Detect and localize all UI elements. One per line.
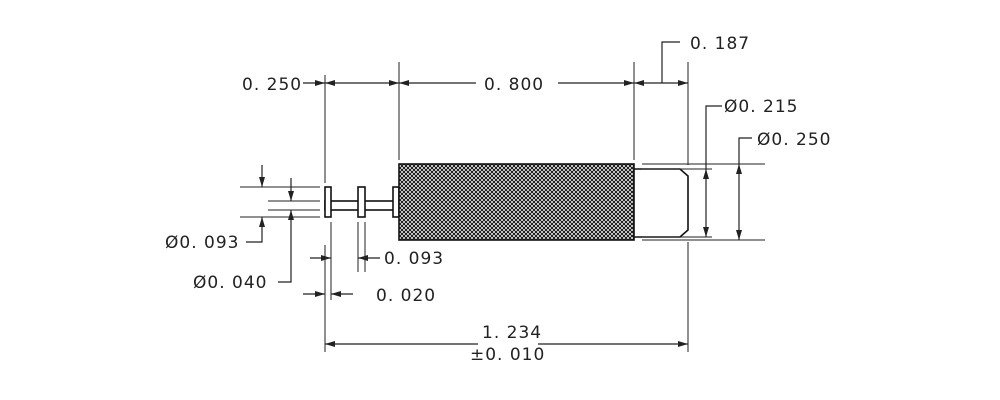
- dim-0250-length-label: 0. 250: [242, 75, 302, 95]
- dim-0187-label: 0. 187: [690, 34, 750, 54]
- dim-dia0250-label: Ø0. 250: [757, 130, 831, 150]
- pin-collar-front: [324, 186, 332, 218]
- dim-dia0040-label: Ø0. 040: [193, 273, 267, 293]
- dimension-labels: 0. 187 0. 250 0. 800 Ø0. 215 Ø0. 250 Ø0.…: [165, 34, 831, 365]
- dim-0020-label: 0. 020: [376, 286, 436, 306]
- knurled-body: [398, 163, 635, 241]
- dim-overall-label: 1. 234: [482, 323, 542, 343]
- pin-collar-middle: [357, 186, 366, 218]
- dim-dia0093-label: Ø0. 093: [165, 233, 239, 253]
- dim-0800-label: 0. 800: [484, 75, 544, 95]
- dim-0093-label: 0. 093: [384, 249, 444, 269]
- extension-lines: [240, 62, 765, 352]
- pin-collar-rear: [392, 186, 400, 218]
- tail-section: [633, 168, 689, 238]
- dimension-lines: [246, 41, 752, 347]
- dim-tolerance-label: ±0. 010: [470, 345, 545, 365]
- dim-dia0215-label: Ø0. 215: [724, 97, 798, 117]
- pin-part: [324, 163, 689, 241]
